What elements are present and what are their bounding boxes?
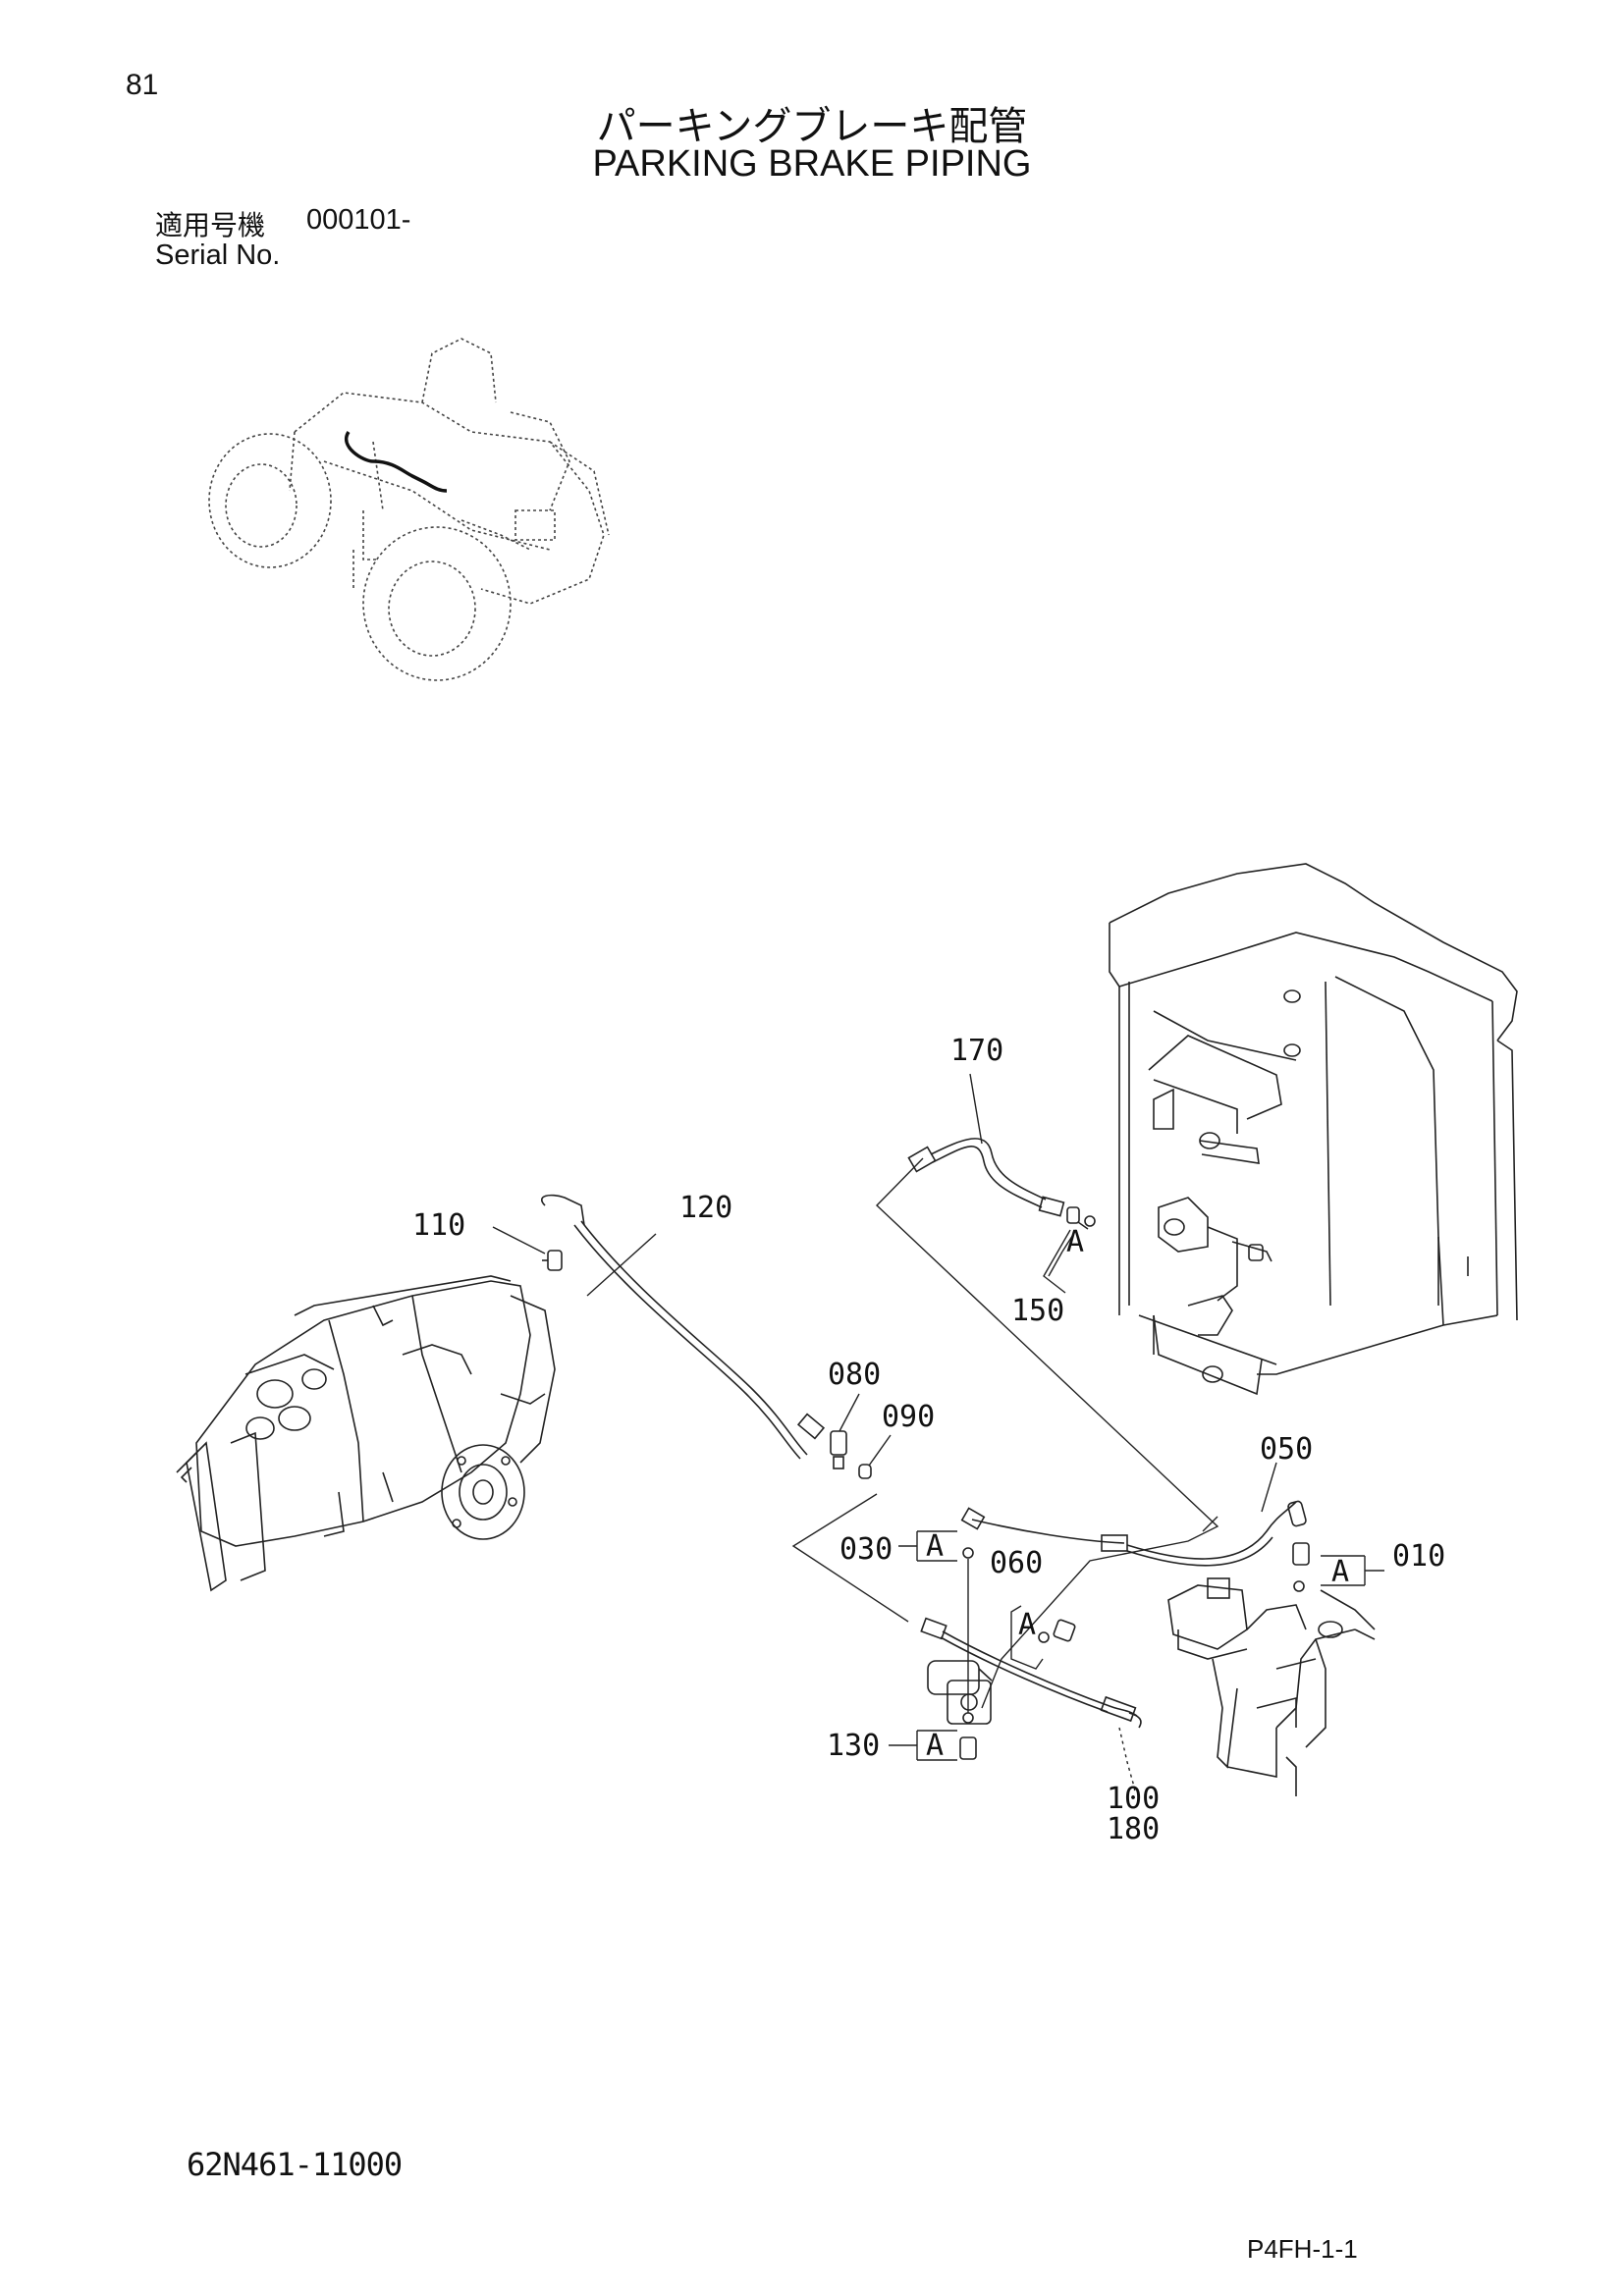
serial-label-japanese: 適用号機 [155,209,266,241]
fitting-080 [830,1430,847,1469]
part-label-130: 130 [827,1729,880,1763]
part-label-030: 030 [839,1532,893,1567]
page-title: PARKING BRAKE PIPING [592,143,1032,185]
hose-100 [920,1617,1142,1729]
page-code: P4FH-1-1 [1247,2234,1358,2264]
part-label-180: 180 [1107,1812,1160,1846]
fitting-090 [858,1464,872,1479]
fitting-060 [1038,1619,1076,1643]
serial-label: Serial No. [155,240,281,271]
hose-120 [540,1194,826,1460]
detail-bracket-060 [1010,1605,1044,1670]
control-valve-block [1167,1577,1376,1796]
page-number: 81 [126,69,159,101]
serial-number-value: 000101- [306,204,411,236]
detail-marker-060: A [1018,1608,1036,1642]
detail-bracket-150 [1043,1221,1089,1294]
label-leaders [492,1073,1277,1513]
part-label-090: 090 [882,1400,935,1434]
part-label-080: 080 [828,1358,881,1392]
brake-valve [927,1660,993,1725]
vehicle-brake-line-highlight [345,431,448,493]
transmission-assembly [176,1275,556,1592]
detail-marker-130: A [926,1729,944,1763]
dotted-leaders [1118,1727,1136,1793]
elbow-fitting-030 [960,1507,986,1559]
part-label-100: 100 [1107,1782,1160,1816]
hose-170 [907,1138,1096,1227]
part-label-120: 120 [679,1191,732,1225]
detail-marker-150: A [1066,1225,1084,1259]
detail-marker-010: A [1331,1555,1349,1589]
connection-lines [791,1157,1219,1709]
hydraulic-tank [1109,863,1518,1396]
detail-bracket-130 [889,1730,957,1761]
page-title-japanese: パーキングブレーキ配管 [596,104,1028,149]
drawing-number: 62N461-11000 [187,2146,403,2183]
detail-bracket-030 [898,1530,957,1562]
detail-bracket-010 [1321,1555,1384,1586]
hose-050 [971,1500,1310,1592]
part-label-010: 010 [1392,1539,1445,1574]
fitting-110 [542,1250,563,1271]
part-label-060: 060 [990,1546,1043,1580]
vehicle-overview-illustration [208,338,610,681]
part-label-150: 150 [1011,1294,1064,1328]
part-label-170: 170 [950,1034,1003,1068]
fitting-130 [959,1712,977,1760]
detail-marker-030: A [926,1529,944,1564]
part-label-050: 050 [1260,1432,1313,1467]
part-label-110: 110 [412,1208,465,1243]
